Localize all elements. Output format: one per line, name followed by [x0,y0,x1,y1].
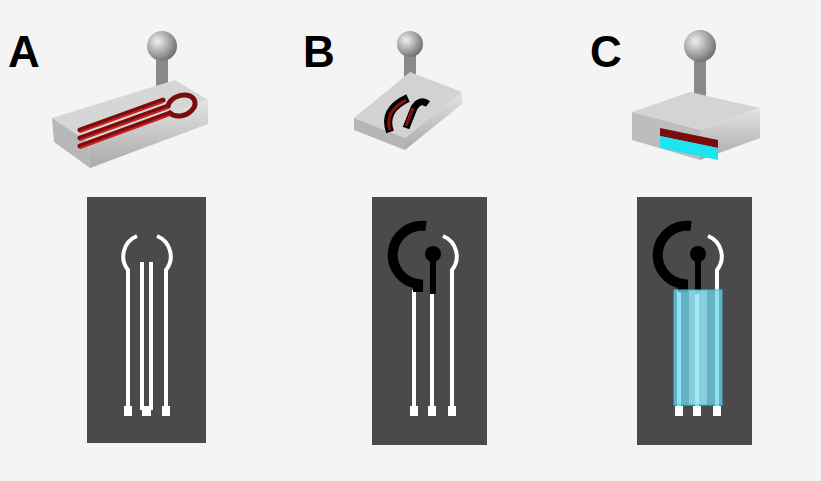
stamp-a [52,31,208,168]
substrate [637,197,752,445]
substrate [372,197,487,445]
silver-traces [414,236,457,410]
panel-letter: B [303,30,335,74]
silver-traces [123,236,170,410]
reference-electrode [393,226,426,292]
reference-electrode [658,226,691,292]
panel-letter: A [8,30,40,74]
panel-letter: C [590,30,622,74]
substrate [87,197,206,443]
stamp-c [632,30,760,160]
insulation-layer [674,290,722,405]
stamp-b [354,31,462,150]
